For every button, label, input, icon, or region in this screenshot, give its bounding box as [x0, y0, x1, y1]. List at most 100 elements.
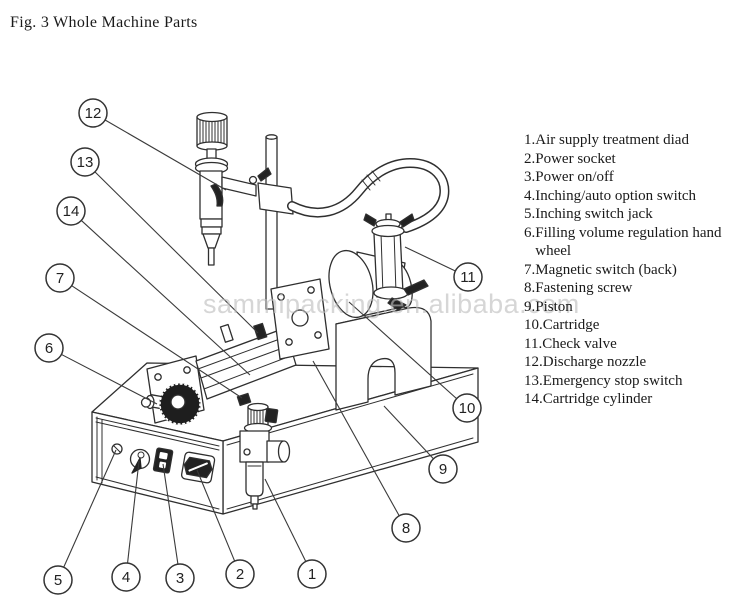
callout-number-1: 1	[308, 566, 316, 583]
emergency-stop-switch	[253, 322, 268, 341]
leader-line-14	[80, 220, 251, 376]
part-label: Power on/off	[535, 169, 614, 185]
part-item-14: 14.Cartridge cylinder	[524, 390, 736, 409]
part-number: 2.	[524, 150, 536, 167]
part-number: 9.	[524, 298, 536, 315]
callout-balloon-3	[165, 563, 195, 593]
part-item-7: 7.Magnetic switch (back)	[524, 261, 736, 280]
callout-balloon-8	[391, 513, 421, 543]
callout-balloon-9	[428, 454, 458, 484]
leader-line-12	[104, 119, 227, 191]
support-rod	[265, 134, 278, 310]
part-item-5: 5.Inching switch jack	[524, 205, 736, 224]
leader-line-11	[404, 246, 456, 272]
part-item-12: 12.Discharge nozzle	[524, 353, 736, 372]
part-number: 11.	[524, 335, 543, 352]
rear-cover	[335, 306, 432, 411]
part-item-10: 10.Cartridge	[524, 316, 736, 335]
leader-line-1	[264, 478, 307, 562]
callout-balloon-2	[225, 559, 255, 589]
part-number: 12.	[524, 354, 543, 370]
part-label: Fastening screw	[535, 280, 633, 296]
callout-number-10: 10	[459, 400, 476, 417]
part-label: Inching switch jack	[535, 206, 653, 222]
inching-switch-jack	[111, 443, 123, 455]
part-label: Check valve	[542, 335, 617, 352]
leader-line-2	[196, 469, 236, 562]
callout-number-13: 13	[77, 154, 94, 171]
callout-number-7: 7	[56, 270, 64, 287]
leader-line-9	[383, 405, 434, 460]
fastening-plate	[270, 278, 330, 360]
callout-balloon-13	[70, 147, 100, 177]
part-number: 13.	[524, 372, 543, 389]
callout-balloon-11	[453, 262, 483, 292]
part-label: Inching/auto option switch	[535, 187, 697, 204]
leader-line-5	[63, 449, 117, 568]
leader-line-7	[71, 285, 243, 399]
hose	[287, 158, 450, 233]
callout-balloon-5	[43, 565, 73, 595]
part-label: Cartridge	[542, 317, 600, 333]
callout-number-11: 11	[460, 269, 476, 286]
callout-number-3: 3	[176, 570, 184, 587]
leader-line-10	[348, 301, 457, 400]
part-item-6: 6.Filling volume regulation hand wheel	[524, 224, 736, 261]
callout-balloon-10	[452, 393, 482, 423]
callout-balloon-7	[45, 263, 75, 293]
callout-number-2: 2	[236, 566, 244, 583]
leader-line-8	[312, 360, 400, 517]
part-number: 14.	[524, 391, 543, 407]
part-label: Emergency stop switch	[542, 372, 683, 389]
leader-line-13	[94, 171, 259, 334]
part-item-4: 4.Inching/auto option switch	[524, 187, 736, 206]
part-item-1: 1.Air supply treatment diad	[524, 131, 736, 150]
callout-balloon-1	[297, 559, 327, 589]
callout-balloon-6	[34, 333, 64, 363]
part-number: 5.	[524, 206, 536, 222]
part-item-11: 11.Check valve	[524, 335, 736, 354]
part-label: Cartridge cylinder	[542, 391, 653, 407]
callout-number-9: 9	[439, 461, 447, 478]
part-item-13: 13.Emergency stop switch	[524, 372, 736, 391]
power-on-off-switch	[152, 447, 174, 474]
callout-number-6: 6	[45, 340, 53, 357]
callout-balloon-4	[111, 562, 141, 592]
part-number: 7.	[524, 261, 536, 278]
part-item-3: 3.Power on/off	[524, 168, 736, 187]
part-number: 4.	[524, 187, 536, 204]
callout-number-4: 4	[122, 569, 130, 586]
part-label: Discharge nozzle	[542, 354, 647, 370]
part-item-2: 2.Power socket	[524, 150, 736, 169]
part-label: Filling volume regulation hand wheel	[535, 224, 722, 260]
magnetic-switch	[236, 392, 252, 407]
leader-line-3	[162, 463, 179, 565]
watermark: sammipacking.en.alibaba.com	[203, 289, 580, 319]
part-number: 10.	[524, 317, 543, 333]
leader-line-6	[61, 353, 158, 405]
check-valve	[363, 213, 429, 311]
part-label: Power socket	[535, 150, 616, 167]
power-socket	[180, 451, 216, 484]
part-label: Piston	[535, 298, 573, 315]
part-number: 1.	[524, 132, 536, 148]
part-number: 3.	[524, 169, 536, 185]
figure-title: Fig. 3 Whole Machine Parts	[10, 14, 198, 31]
rod-clamp-block	[257, 167, 294, 215]
volume-regulation-hand-wheel	[140, 383, 201, 425]
callout-number-12: 12	[85, 105, 102, 122]
part-number: 6.	[524, 224, 536, 241]
part-number: 8.	[524, 280, 536, 296]
callout-number-14: 14	[63, 203, 80, 220]
part-item-8: 8.Fastening screw	[524, 279, 736, 298]
part-item-9: 9.Piston	[524, 298, 736, 317]
callout-number-5: 5	[54, 572, 62, 589]
callout-number-8: 8	[402, 520, 410, 537]
part-label: Magnetic switch (back)	[535, 261, 677, 278]
discharge-nozzle	[194, 111, 258, 266]
callout-balloon-14	[56, 196, 86, 226]
part-label: Air supply treatment diad	[535, 132, 689, 148]
air-supply-treatment-unit	[239, 402, 291, 510]
